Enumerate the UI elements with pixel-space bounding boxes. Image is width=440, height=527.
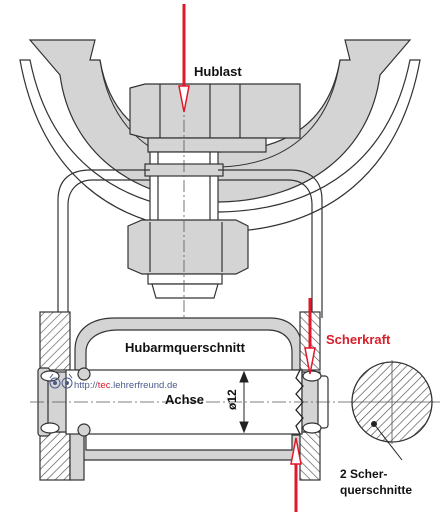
- watermark-tec: tec: [98, 380, 111, 391]
- left-side-plate: [39, 311, 85, 481]
- hublast-arrow: [178, 4, 190, 113]
- label-achse: Achse: [165, 392, 204, 407]
- label-scherquerschnitte-line2: querschnitte: [340, 483, 412, 497]
- label-scherquerschnitte-line1: 2 Scher-: [340, 467, 387, 481]
- label-diameter: ø12: [225, 389, 239, 410]
- scherkraft-arrow-up: [290, 437, 302, 512]
- diameter-dimension: [239, 370, 249, 434]
- washer: [147, 137, 267, 153]
- owl-logo-icon: [49, 373, 73, 389]
- watermark-rest: .lehrerfreund.de: [110, 380, 177, 391]
- bolt-end: [147, 273, 223, 299]
- label-hublast: Hublast: [194, 64, 242, 79]
- scherkraft-arrow-down: [304, 298, 316, 375]
- leader-line: [371, 421, 403, 461]
- upper-nut: [129, 83, 301, 139]
- watermark-prefix: http://: [74, 380, 98, 391]
- lower-nut: [127, 219, 249, 275]
- label-hubarmquerschnitt: Hubarmquerschnitt: [125, 340, 246, 355]
- axle-cross-section: [350, 360, 434, 444]
- hanger-bracket: [57, 169, 323, 318]
- label-scherkraft: Scherkraft: [326, 332, 391, 347]
- watermark-url: http://tec.lehrerfreund.de: [74, 380, 178, 391]
- lifting-arm: [74, 317, 303, 461]
